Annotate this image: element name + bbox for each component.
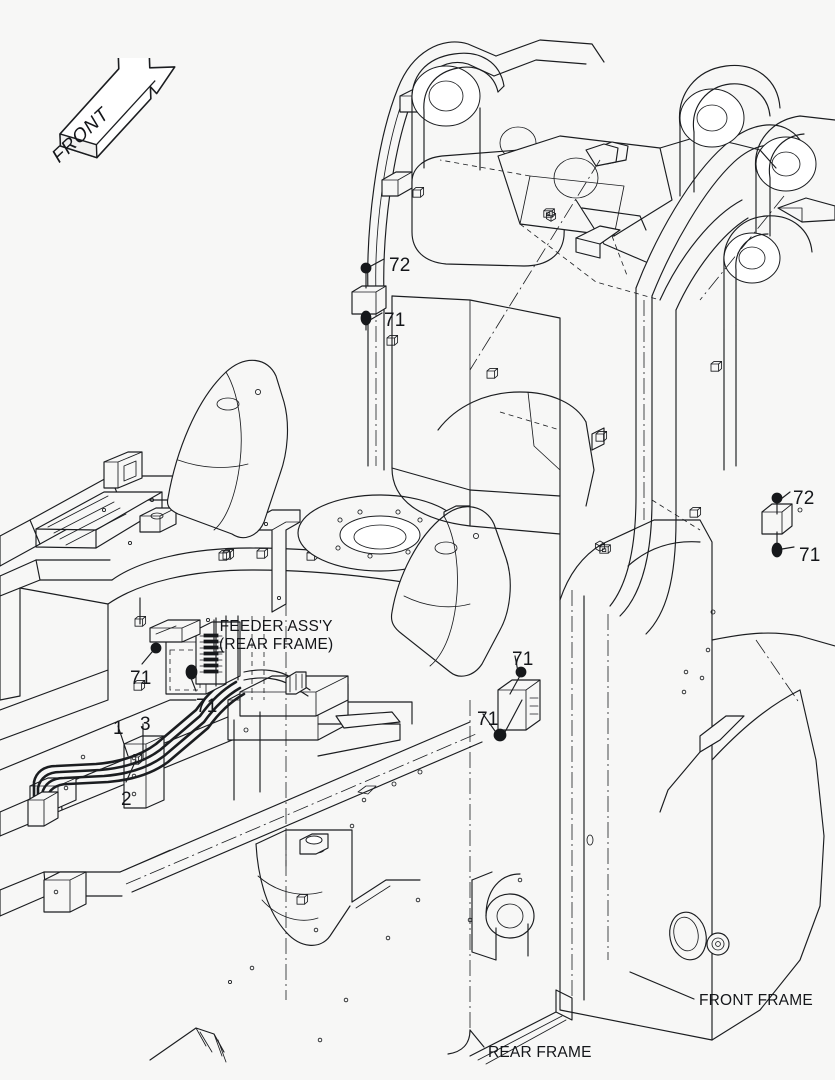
feeder-assy-line2: (REAR FRAME)	[219, 636, 334, 654]
callout-72-3: 72	[793, 488, 815, 509]
callout-71-8: 71	[477, 709, 499, 730]
front-frame-label: FRONT FRAME	[699, 992, 813, 1009]
feeder-assy-label: FEEDER ASS'Y (REAR FRAME)	[219, 618, 333, 655]
callout-3-10: 3	[140, 714, 151, 735]
callout-1-9: 1	[113, 718, 124, 739]
callout-72-1: 72	[389, 255, 411, 276]
rear-frame-label: REAR FRAME	[488, 1044, 592, 1061]
callout-71-5: 71	[130, 668, 152, 689]
callout-2-11: 2	[121, 789, 132, 810]
callout-71-6: 71	[196, 696, 218, 717]
front-arrow-icon: FRONT	[50, 58, 176, 163]
feeder-assy-line1: FEEDER ASS'Y	[219, 618, 333, 635]
front-arrow-marker: FRONT	[45, 58, 185, 163]
callout-71-2: 71	[384, 310, 406, 331]
callout-71-7: 71	[512, 649, 534, 670]
callout-71-4: 71	[799, 545, 821, 566]
